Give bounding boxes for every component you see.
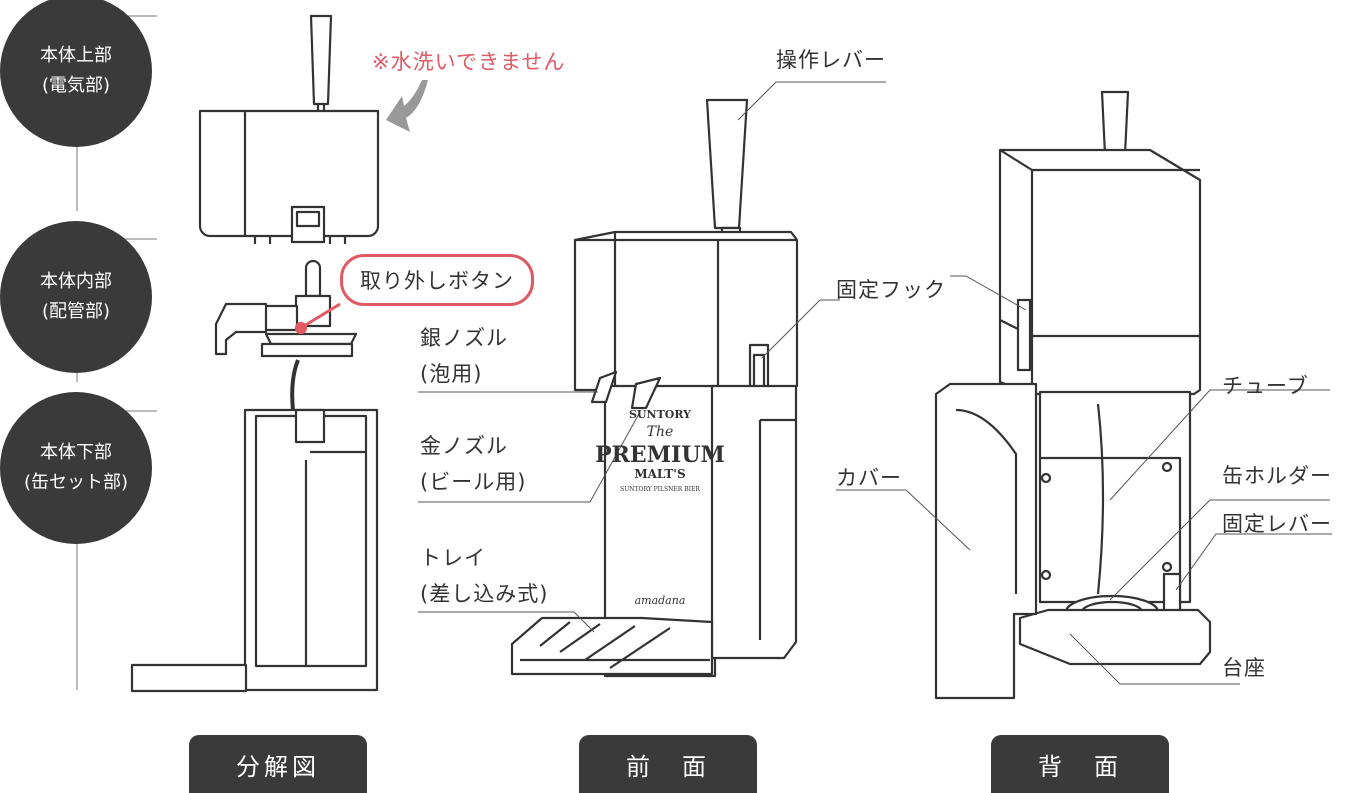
brand-malts: MALT'S (634, 467, 685, 481)
tray-name: トレイ (420, 546, 486, 570)
leader-tube (1109, 389, 1330, 501)
label-fix-lever: 固定レバー (1222, 512, 1332, 536)
release-button-callout: 取り外しボタン (340, 254, 534, 306)
section-upper-body: 本体上部 (電気部) (0, 0, 152, 147)
brand-amadana: amadana (635, 594, 686, 607)
section-upper-line2: (電気部) (41, 75, 111, 96)
label-tray: トレイ (差し込み式) (420, 540, 548, 612)
gold-nozzle-name: 金ノズル (420, 434, 508, 458)
label-can-holder: 缶ホルダー (1222, 464, 1332, 488)
tab-back-view: 背 面 (991, 735, 1169, 793)
exploded-inner-body (214, 259, 358, 411)
label-base: 台座 (1222, 656, 1266, 680)
leader-can-holder (1109, 499, 1330, 601)
leader-fix-hook (950, 275, 1027, 311)
front-view-machine (510, 98, 799, 678)
tab-front-view: 前 面 (579, 735, 757, 793)
exploded-lower-body (130, 408, 379, 693)
label-hook: 固定フック (836, 278, 946, 302)
section-lower-body: 本体下部 (缶セット部) (0, 392, 152, 544)
leader-base (1069, 633, 1240, 685)
warning-arrow-icon (386, 80, 428, 132)
leader-lever (737, 81, 886, 121)
section-upper-line1: 本体上部 (40, 45, 112, 66)
leader-fix-lever (1175, 533, 1332, 591)
label-lever: 操作レバー (776, 48, 886, 72)
leader-gold-nozzle (418, 411, 641, 503)
back-view-machine (934, 90, 1212, 700)
gold-nozzle-use: (ビール用) (420, 470, 527, 494)
section-inner-line2: (配管部) (41, 301, 111, 322)
no-wash-warning: ※水洗いできません (372, 50, 566, 74)
leader-tray (418, 611, 595, 633)
section-lower-line1: 本体下部 (40, 442, 112, 463)
section-inner-body: 本体内部 (配管部) (0, 221, 152, 373)
silver-nozzle-use: (泡用) (420, 362, 483, 386)
brand-premium: PREMIUM (595, 442, 725, 468)
section-lower-line2: (缶セット部) (23, 472, 129, 493)
brand-suntory: SUNTORY (629, 408, 691, 421)
brand-the: The (647, 424, 674, 440)
label-silver-nozzle: 銀ノズル (泡用) (420, 320, 508, 392)
section-inner-line1: 本体内部 (40, 271, 112, 292)
leader-cover (836, 489, 971, 551)
tab-exploded-view: 分解図 (189, 735, 367, 793)
exploded-upper-body (198, 14, 380, 244)
silver-nozzle-name: 銀ノズル (420, 326, 508, 350)
release-pointer (303, 302, 341, 328)
label-tube: チューブ (1222, 374, 1309, 398)
brand-pilsner: SUNTORY PILSNER BIER (620, 486, 700, 493)
leader-hook (761, 299, 840, 359)
label-cover: カバー (836, 466, 902, 490)
tray-type: (差し込み式) (420, 582, 549, 606)
label-gold-nozzle: 金ノズル (ビール用) (420, 428, 526, 500)
